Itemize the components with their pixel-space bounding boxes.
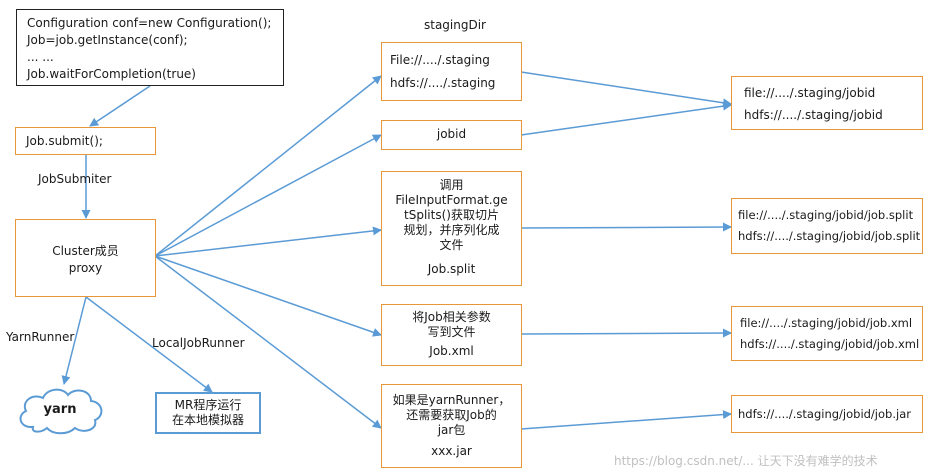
staging-dir-label: stagingDir (424, 18, 486, 32)
job-submit-text: Job.submit(); (26, 134, 103, 148)
code-line: ... ... (27, 50, 54, 64)
arrow-jobid-to-out-jobid (520, 101, 732, 136)
out-xml-file: file://..../.staging/jobid/job.xml (740, 316, 913, 330)
out-jobid-box: file://..../.staging/jobid hdfs://..../.… (731, 76, 923, 130)
job-submitter-label: JobSubmiter (38, 172, 112, 186)
watermark: https://blog.csdn.net/... 让天下没有难学的技术 (614, 454, 878, 468)
yarn-runner-label: YarnRunner (6, 330, 75, 344)
xml-box: 将Job相关参数 写到文件 Job.xml (381, 304, 522, 366)
arrow-split-to-out-split (520, 222, 732, 232)
arrow-code-to-submit (89, 85, 151, 127)
code-line: Configuration conf=new Configuration(); (27, 16, 272, 30)
jar-line1: 如果是yarnRunner， (392, 393, 511, 407)
cluster-line2: proxy (68, 261, 103, 275)
arrow-cluster-to-yarn (61, 296, 87, 385)
local-line2: 在本地模拟器 (171, 413, 244, 427)
jar-line3: jar包 (437, 423, 466, 437)
jar-file-name: xxx.jar (431, 444, 472, 458)
arrow-cluster-to-staging (154, 75, 382, 257)
out-split-file: file://..../.staging/jobid/job.split (738, 208, 914, 222)
out-split-hdfs: hdfs://..../.staging/jobid/job.split (738, 229, 921, 243)
cloud-shape (19, 388, 103, 435)
out-jobid-hdfs: hdfs://..../.staging/jobid (744, 108, 883, 122)
arrow-cluster-to-jar (154, 255, 382, 429)
arrow-cluster-to-local (85, 296, 213, 393)
code-line: Job.waitForCompletion(true) (27, 67, 196, 81)
job-submit-box: Job.submit(); (15, 127, 156, 155)
out-jar-box: hdfs://..../.staging/jobid/job.jar (731, 395, 923, 433)
split-line3: tSplits()获取切片 (404, 208, 499, 222)
code-box: Configuration conf=new Configuration(); … (16, 9, 284, 86)
yarn-cloud: yarn (13, 383, 107, 437)
out-split-box: file://..../.staging/jobid/job.split hdf… (731, 198, 923, 254)
xml-line1: 将Job相关参数 (412, 310, 491, 324)
staging-file-path: File://..../.staging (390, 53, 490, 67)
arrow-cluster-to-xml (154, 255, 382, 337)
split-line4: 规划，并序列化成 (403, 223, 500, 237)
arrow-jar-to-out-jar (520, 410, 732, 430)
code-line: Job=job.getInstance(conf); (27, 33, 188, 47)
xml-file-name: Job.xml (429, 344, 474, 358)
jobid-box: jobid (381, 120, 522, 150)
out-jar-hdfs: hdfs://..../.staging/jobid/job.jar (738, 407, 911, 421)
split-line5: 文件 (439, 238, 464, 252)
out-xml-box: file://..../.staging/jobid/job.xml hdfs:… (731, 306, 923, 361)
staging-box: File://..../.staging hdfs://..../.stagin… (381, 42, 522, 101)
arrow-cluster-to-split (154, 226, 382, 257)
jar-box: 如果是yarnRunner， 还需要获取Job的 jar包 xxx.jar (381, 384, 522, 468)
split-line2: FileInputFormat.ge (395, 193, 508, 207)
split-box: 调用 FileInputFormat.ge tSplits()获取切片 规划，并… (381, 171, 522, 286)
xml-line2: 写到文件 (427, 325, 476, 339)
yarn-cloud-text: yarn (43, 402, 77, 417)
cluster-box: Cluster成员 proxy (15, 219, 156, 297)
arrow-cluster-to-jobid (154, 134, 382, 257)
cluster-line1: Cluster成员 (52, 244, 119, 258)
out-xml-hdfs: hdfs://..../.staging/jobid/job.xml (740, 337, 920, 351)
out-jobid-file: file://..../.staging/jobid (744, 86, 876, 100)
local-runner-label: LocalJobRunner (152, 336, 245, 350)
staging-hdfs-path: hdfs://..../.staging (390, 76, 496, 90)
local-line1: MR程序运行 (174, 398, 242, 412)
jobid-text: jobid (436, 127, 467, 141)
arrow-xml-to-out-xml (520, 328, 732, 338)
arrow-staging-to-out-jobid (520, 71, 732, 108)
local-runner-box: MR程序运行 在本地模拟器 (155, 392, 261, 434)
jar-line2: 还需要获取Job的 (406, 408, 497, 422)
split-file-name: Job.split (427, 262, 476, 276)
split-line1: 调用 (439, 178, 464, 192)
